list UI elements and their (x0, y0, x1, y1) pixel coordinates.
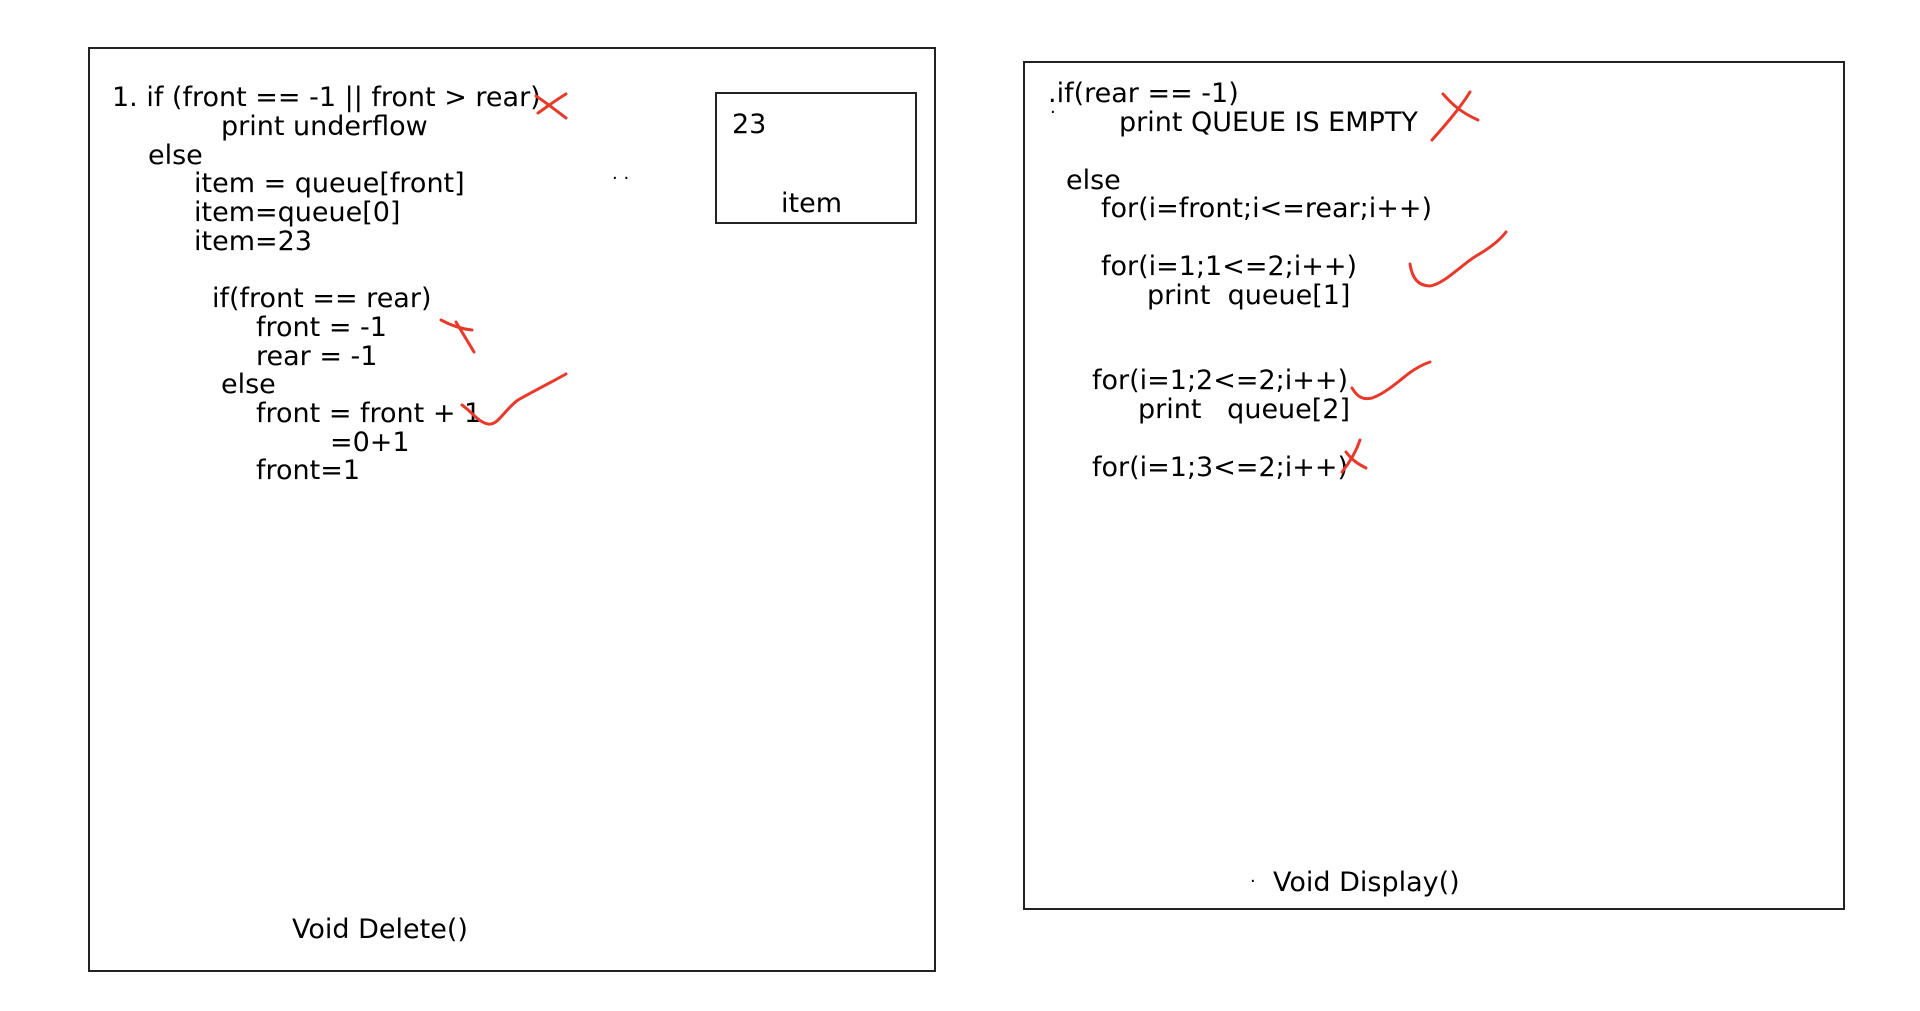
code-line: print queue[2] (1138, 394, 1351, 425)
code-line: print queue[1] (1147, 280, 1351, 311)
code-line: item=queue[0] (194, 197, 401, 228)
dots-marker: · · (612, 168, 630, 189)
code-line: item=23 (194, 226, 312, 257)
item-label: item (781, 188, 843, 219)
code-line: for(i=front;i<=rear;i++) (1101, 193, 1433, 224)
code-line: =0+1 (330, 427, 410, 458)
code-line: print QUEUE IS EMPTY (1119, 107, 1418, 138)
item-variable-box: 23 item (715, 92, 917, 224)
delete-caption: Void Delete() (292, 914, 468, 945)
code-line: for(i=1;2<=2;i++) (1092, 365, 1349, 396)
code-line: front=1 (256, 455, 361, 486)
code-line: for(i=1;1<=2;i++) (1101, 251, 1358, 282)
code-line: else (148, 140, 203, 171)
code-line: .if(rear == -1) (1048, 78, 1239, 109)
code-line: rear = -1 (256, 341, 378, 372)
caption-dot: · (1250, 871, 1256, 892)
code-line: for(i=1;3<=2;i++) (1092, 452, 1349, 483)
code-line: if(front == rear) (212, 283, 432, 314)
code-line: 1. if (front == -1 || front > rear) (112, 82, 541, 113)
dot-marker: · (1050, 102, 1056, 123)
code-line: front = front + 1 (256, 398, 482, 429)
display-function-panel: .if(rear == -1) · print QUEUE IS EMPTY e… (1023, 61, 1845, 910)
code-line: front = -1 (256, 312, 387, 343)
code-line: print underflow (221, 111, 428, 142)
code-line: else (221, 369, 276, 400)
code-line: else (1066, 165, 1121, 196)
code-line: item = queue[front] (194, 168, 465, 199)
item-value: 23 (732, 109, 767, 140)
delete-function-panel: 1. if (front == -1 || front > rear) prin… (88, 47, 936, 972)
display-caption: Void Display() (1273, 867, 1460, 898)
